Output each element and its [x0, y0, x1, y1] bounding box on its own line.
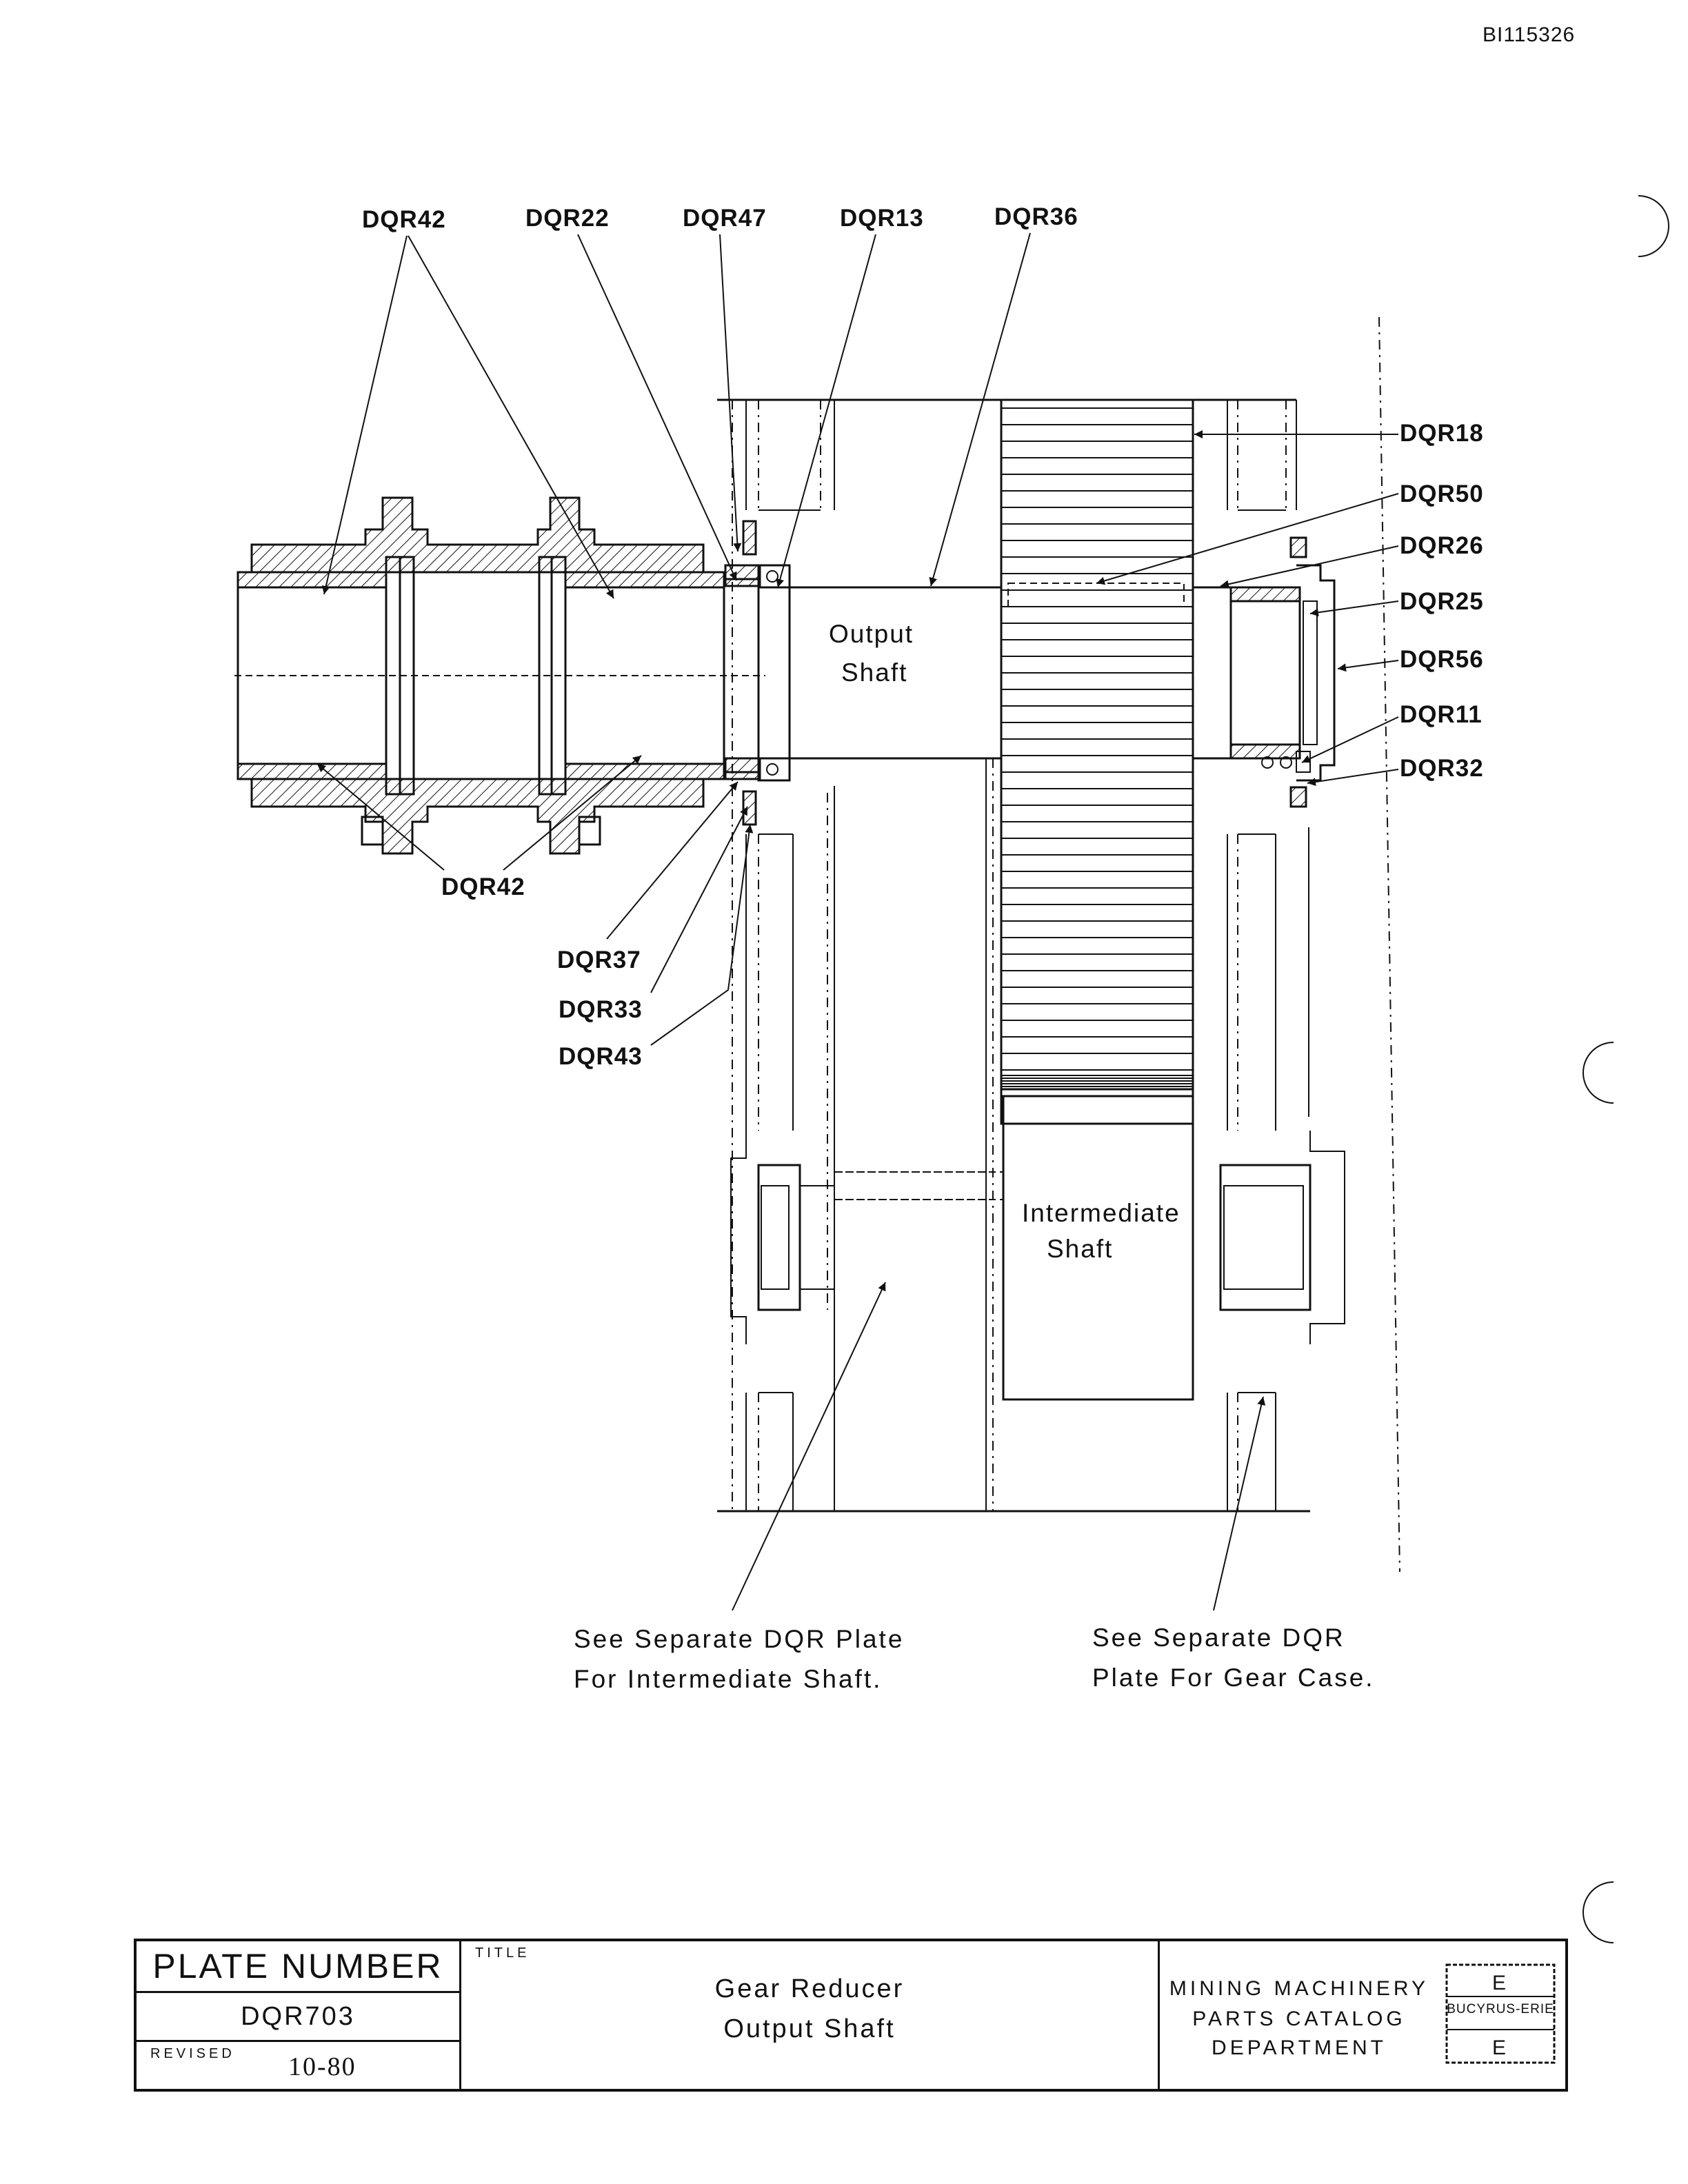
plate-number: DQR703: [137, 1993, 459, 2042]
output-shaft-right-step: [1192, 586, 1232, 760]
intermediate-bearings: [730, 1131, 1345, 1344]
callout-dqr18: DQR18: [1400, 420, 1484, 447]
callout-dqr26: DQR26: [1400, 532, 1484, 559]
bucyrus-erie-logo: E E BUCYRUS-ERIE: [1444, 1962, 1557, 2065]
callout-dqr42-bottom: DQR42: [441, 873, 525, 900]
output-shaft-step: [757, 586, 791, 760]
title-line-2: Output Shaft: [723, 2014, 896, 2043]
callout-dqr43: DQR43: [559, 1043, 643, 1070]
note-gear-case-2: Plate For Gear Case.: [1092, 1664, 1375, 1692]
callout-dqr42-top: DQR42: [362, 206, 446, 233]
revised-label: REVISED: [150, 2046, 235, 2061]
svg-text:E: E: [1492, 1972, 1506, 1994]
revised-cell: REVISED 10-80: [137, 2042, 459, 2089]
output-shaft-label-1: Output: [829, 620, 914, 648]
document-id: BI115326: [1483, 23, 1576, 46]
title-line-1: Gear Reducer: [714, 1974, 905, 2003]
callout-dqr25: DQR25: [1400, 588, 1484, 615]
callout-dqr47: DQR47: [683, 205, 767, 232]
gear-case: [717, 316, 1400, 1573]
left-bearing: [724, 520, 791, 826]
revised-value: 10-80: [288, 2052, 356, 2081]
callout-dqr37: DQR37: [557, 947, 641, 973]
coupling: [234, 496, 765, 855]
logo-graphic: E E: [1445, 1963, 1556, 2064]
plate-number-cell: PLATE NUMBER DQR703 REVISED 10-80: [137, 1941, 461, 2089]
output-shaft-label-2: Shaft: [841, 658, 907, 687]
title-cell: TITLE Gear Reducer Output Shaft: [461, 1941, 1160, 2089]
callout-dqr11: DQR11: [1400, 701, 1483, 728]
leader-lines: [316, 232, 1399, 1611]
logo-text: BUCYRUS-ERIE: [1447, 2002, 1554, 2016]
callout-dqr36: DQR36: [994, 203, 1078, 230]
department-line-2: PARTS CATALOG: [1192, 2008, 1406, 2030]
key: [1007, 583, 1185, 607]
gear-teeth: [1001, 407, 1193, 1087]
department-cell: MINING MACHINERY PARTS CATALOG DEPARTMEN…: [1160, 1941, 1565, 2089]
callout-dqr50: DQR50: [1400, 481, 1484, 507]
callout-dqr33: DQR33: [559, 996, 643, 1023]
right-bearing-cap: [1229, 536, 1336, 808]
callout-dqr22: DQR22: [525, 205, 610, 232]
note-intermediate-1: See Separate DQR Plate: [574, 1625, 904, 1653]
callout-dqr13: DQR13: [840, 205, 924, 232]
department-line-3: DEPARTMENT: [1212, 2036, 1387, 2059]
binder-hole-1: [1638, 195, 1669, 257]
intermediate-shaft-body: [1002, 1095, 1194, 1401]
title-block: PLATE NUMBER DQR703 REVISED 10-80 TITLE …: [134, 1939, 1568, 2092]
note-gear-case-1: See Separate DQR: [1092, 1624, 1345, 1652]
svg-text:E: E: [1492, 2036, 1506, 2059]
binder-hole-3: [1582, 1881, 1614, 1943]
note-intermediate-2: For Intermediate Shaft.: [574, 1665, 882, 1693]
intermediate-shaft-label-2: Shaft: [1047, 1235, 1113, 1263]
output-gear: [1000, 398, 1194, 1125]
department-line-1: MINING MACHINERY: [1169, 1977, 1429, 2000]
plate-number-header: PLATE NUMBER: [137, 1941, 459, 1993]
callout-dqr32: DQR32: [1400, 755, 1484, 782]
intermediate-shaft-label-1: Intermediate: [1022, 1199, 1180, 1227]
binder-hole-2: [1582, 1042, 1614, 1104]
title-label: TITLE: [475, 1945, 530, 1961]
callout-dqr56: DQR56: [1400, 646, 1484, 673]
